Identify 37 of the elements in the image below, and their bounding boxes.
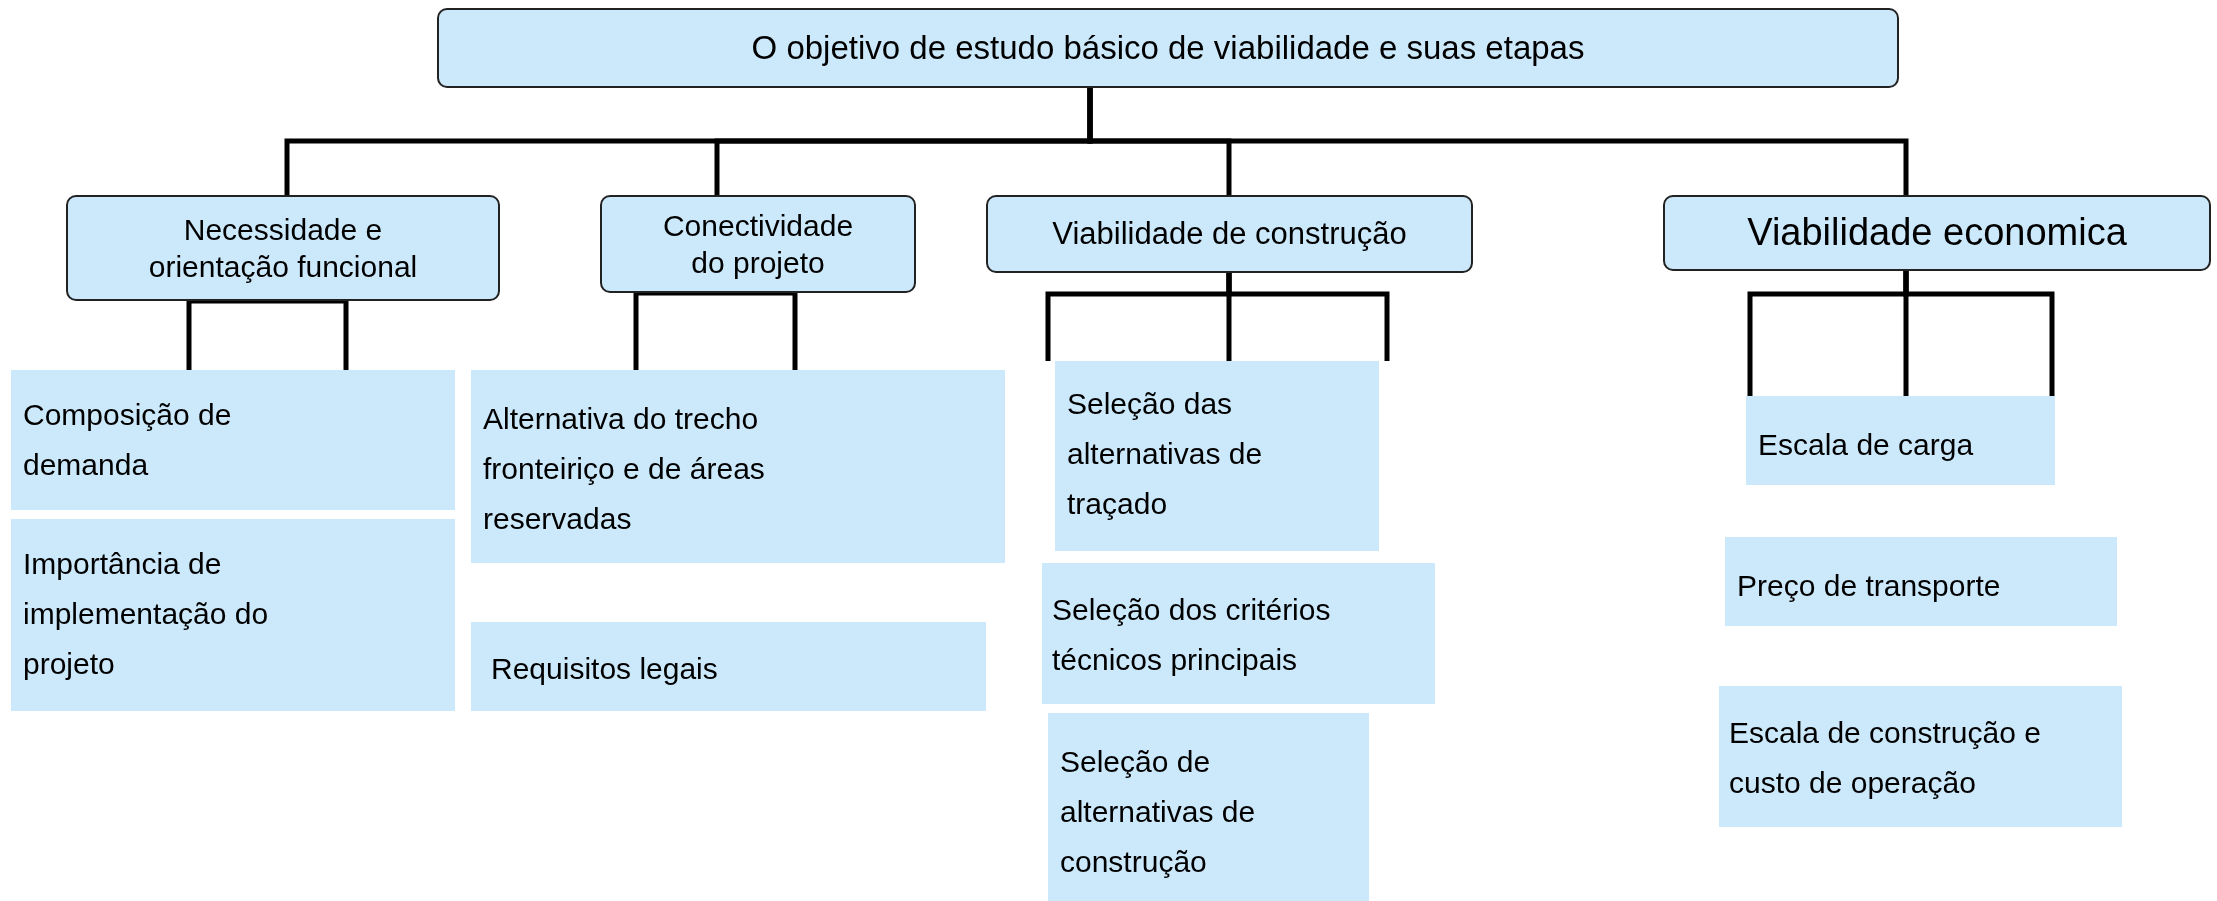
- connector-line: [715, 290, 798, 370]
- subtopic-box: [11, 519, 455, 711]
- topic-box: [986, 195, 1473, 273]
- connector-line: [1087, 88, 1909, 195]
- connector-line: [281, 298, 349, 370]
- connector-line: [633, 290, 721, 370]
- box-label: Alternativa do trecho fronteiriço e de áreas reservadas: [483, 401, 766, 537]
- box-label: Viabilidade de construção: [1052, 214, 1407, 253]
- subtopic-box: [1725, 537, 2117, 626]
- box-label: Importância de implementação do projeto: [23, 546, 270, 682]
- subtopic-box: [1719, 686, 2122, 827]
- box-label: Seleção dos critérios técnicos principais: [1052, 592, 1332, 678]
- subtopic-box: [471, 622, 986, 711]
- subtopic-box: [1746, 396, 2055, 485]
- connector-line: [186, 298, 287, 370]
- box-label: Preço de transporte: [1737, 568, 2001, 604]
- connector-line: [1903, 271, 2055, 396]
- subtopic-box: [471, 370, 1005, 563]
- subtopic-box: [1055, 361, 1379, 551]
- box-label: O objetivo de estudo básico de viabilidade e suas etapas: [751, 28, 1585, 69]
- box-label: Seleção de alternativas de construção: [1060, 744, 1257, 880]
- subtopic-box: [11, 370, 455, 510]
- subtopic-box: [1048, 713, 1369, 901]
- connector-line: [1226, 273, 1390, 361]
- box-label: Viabilidade economica: [1747, 210, 2127, 256]
- topic-box: [437, 8, 1899, 88]
- box-label: Escala de construção e custo de operação: [1729, 715, 2042, 801]
- topic-box: [600, 195, 916, 293]
- box-label: Requisitos legais: [491, 651, 718, 687]
- subtopic-box: [1042, 563, 1435, 704]
- box-label: Necessidade e orientação funcional: [147, 211, 419, 285]
- box-label: Escala de carga: [1758, 427, 1974, 463]
- topic-box: [66, 195, 500, 301]
- box-label: Seleção das alternativas de traçado: [1067, 386, 1264, 522]
- box-label: Composição de demanda: [23, 397, 233, 483]
- box-label: Conectividade do projeto: [661, 207, 855, 281]
- topic-box: [1663, 195, 2211, 271]
